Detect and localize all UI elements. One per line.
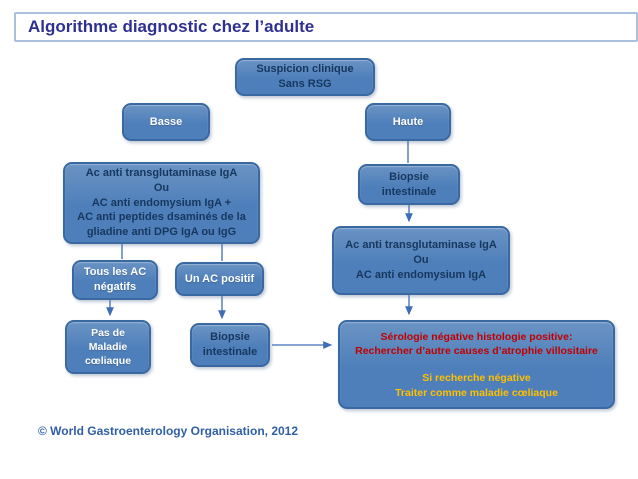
node-serologie-discordante: Sérologie négative histologie positive: … <box>338 320 615 409</box>
node-biopsie-intestinale-basse: Biopsie intestinale <box>190 323 270 367</box>
node-biopsie-intestinale-haute: Biopsie intestinale <box>358 164 460 205</box>
node-tous-ac-negatifs: Tous les AC négatifs <box>72 260 158 300</box>
node-serologie-haute: Ac anti transglutaminase IgA Ou AC anti … <box>332 226 510 295</box>
node-pas-de-maladie-coeliaque: Pas de Maladie cœliaque <box>65 320 151 374</box>
node-un-ac-positif: Un AC positif <box>175 262 264 296</box>
copyright-text: © World Gastroenterology Organisation, 2… <box>38 424 299 438</box>
node-probabilite-basse: Basse <box>122 103 210 141</box>
discordance-red-text: Sérologie négative histologie positive: … <box>355 331 598 358</box>
slide-title-box: Algorithme diagnostic chez l’adulte <box>14 12 638 42</box>
discordance-yellow-text: Si recherche négative Traiter comme mala… <box>395 372 558 399</box>
node-serologie-basse: Ac anti transglutaminase IgA Ou AC anti … <box>63 162 260 244</box>
node-probabilite-haute: Haute <box>365 103 451 141</box>
node-suspicion-clinique: Suspicion clinique Sans RSG <box>235 58 375 96</box>
slide-title: Algorithme diagnostic chez l’adulte <box>28 17 315 36</box>
